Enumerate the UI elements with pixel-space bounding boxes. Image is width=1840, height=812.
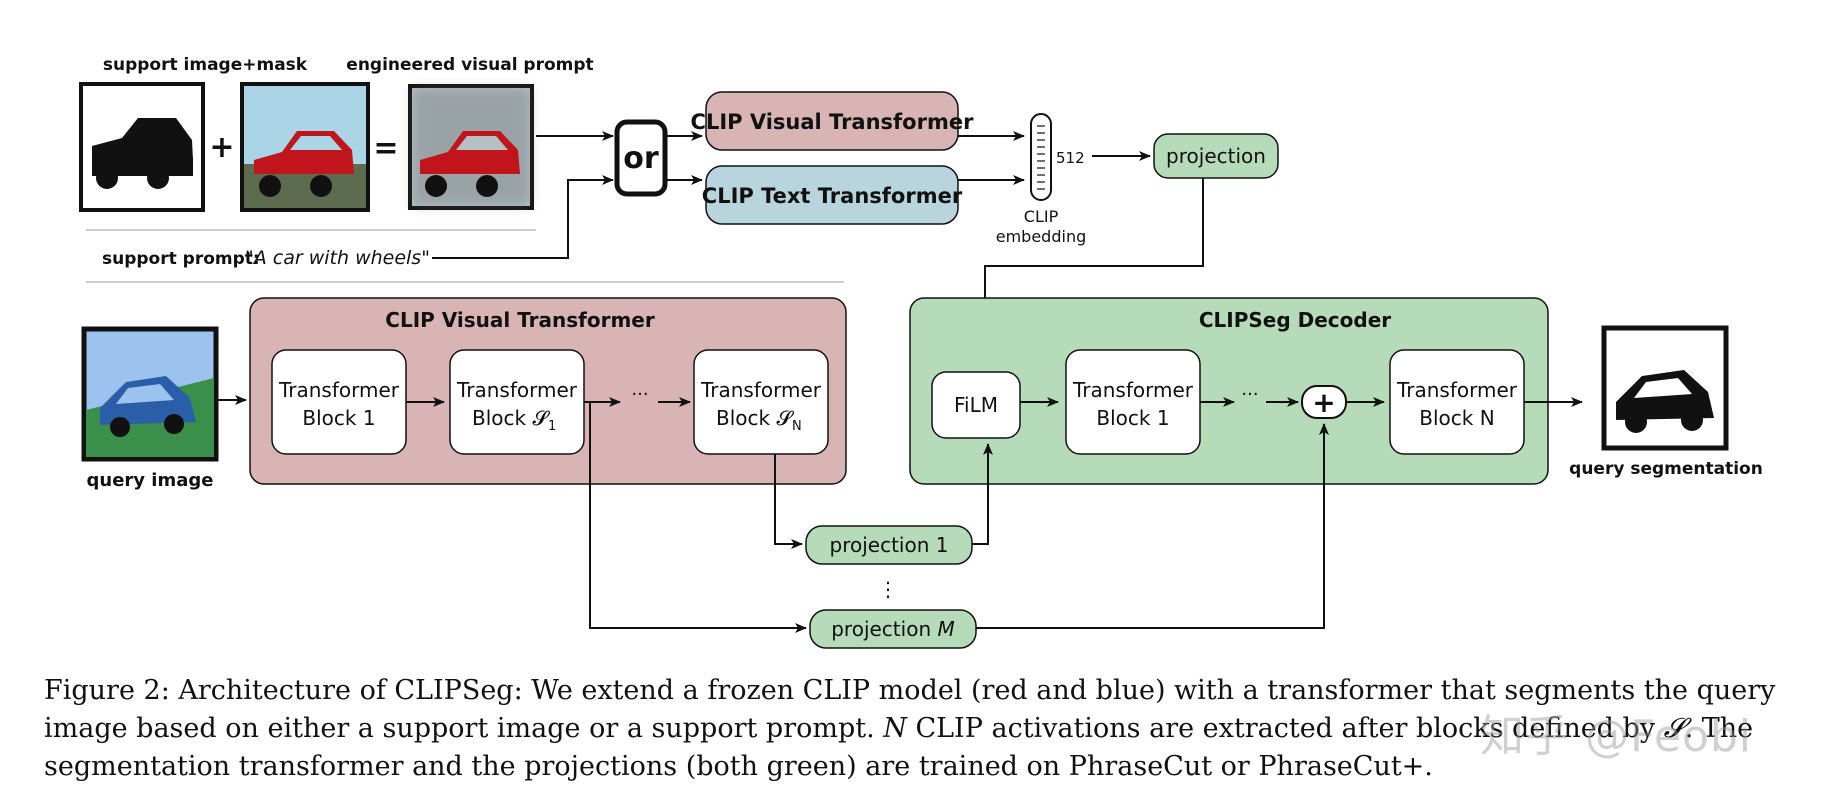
segmentation-car-icon	[1616, 370, 1714, 433]
svg-text:CLIPSeg Decoder: CLIPSeg Decoder	[1199, 308, 1391, 332]
add-node: +	[1301, 385, 1347, 419]
clip-embedding-label-line1: CLIP	[1024, 207, 1059, 226]
projection-1-box: projection 1	[805, 525, 973, 565]
plus-sign: +	[209, 130, 234, 165]
film-box: FiLM	[931, 371, 1021, 439]
projection-m-box: projection M	[809, 609, 977, 649]
car-silhouette-icon	[92, 118, 193, 189]
svg-text:projection 1: projection 1	[830, 533, 949, 557]
projection-vertical-dots: ⋮	[878, 577, 898, 601]
support-prompt-label: support prompt:	[102, 249, 260, 269]
or-selector: or	[614, 119, 668, 197]
svg-text:CLIP Visual Transformer: CLIP Visual Transformer	[691, 110, 975, 134]
encoder-block-1: Transformer Block 1	[271, 349, 407, 455]
svg-text:Transformer: Transformer	[456, 378, 578, 402]
caption-tail: . The segmentation transformer and the p…	[44, 713, 1754, 782]
decoder-ellipsis: ···	[1241, 384, 1258, 405]
svg-text:Transformer: Transformer	[1396, 378, 1518, 402]
encoder-ellipsis: ···	[631, 384, 648, 405]
support-image	[240, 82, 370, 212]
svg-text:N: N	[792, 419, 802, 434]
svg-text:Transformer: Transformer	[700, 378, 822, 402]
svg-text:Transformer: Transformer	[278, 378, 400, 402]
svg-text:FiLM: FiLM	[954, 393, 998, 417]
projection-box: projection	[1153, 133, 1279, 179]
support-prompt-text: "A car with wheels"	[245, 247, 430, 269]
svg-text:1: 1	[548, 419, 556, 434]
watermark: 知乎 @Feobi	[1480, 711, 1753, 762]
svg-text:+: +	[1312, 386, 1335, 419]
svg-text:or: or	[623, 141, 659, 176]
caption-middle: CLIP activations are extracted after blo…	[906, 713, 1664, 744]
svg-text:Block 1: Block 1	[1096, 406, 1169, 430]
query-car-icon	[100, 376, 196, 437]
caption-var-n: N	[883, 713, 907, 744]
query-segmentation-image	[1601, 325, 1729, 451]
svg-text:Block 𝓢: Block 𝓢	[472, 406, 550, 430]
svg-text:Block 𝓢: Block 𝓢	[716, 406, 794, 430]
clip-text-transformer-box: CLIP Text Transformer	[702, 165, 963, 225]
encoder-block-s1: Transformer Block 𝓢 1	[449, 349, 585, 455]
svg-text:Block N: Block N	[1419, 406, 1494, 430]
caption-lead: Figure 2: Architecture of CLIPSeg: We ex…	[44, 675, 1776, 744]
encoder-block-sn: Transformer Block 𝓢 N	[693, 349, 829, 455]
clip-visual-transformer-box: CLIP Visual Transformer	[691, 91, 975, 151]
support-image-mask-label: support image+mask	[103, 55, 308, 75]
svg-text:CLIP Text Transformer: CLIP Text Transformer	[702, 184, 963, 208]
embedding-dim-label: 512	[1056, 149, 1085, 167]
figure-caption: Figure 2: Architecture of CLIPSeg: We ex…	[44, 672, 1804, 786]
svg-text:CLIP Visual Transformer: CLIP Visual Transformer	[385, 308, 655, 332]
support-mask-image	[79, 82, 205, 212]
clip-embedding-vector	[1030, 113, 1052, 201]
query-segmentation-label: query segmentation	[1569, 459, 1763, 479]
decoder-block-1: Transformer Block 1	[1065, 349, 1201, 455]
svg-text:Block 1: Block 1	[302, 406, 375, 430]
engineered-prompt-label: engineered visual prompt	[346, 55, 593, 75]
clip-embedding-label-line2: embedding	[996, 227, 1086, 246]
svg-text:projection: projection	[1166, 144, 1266, 168]
decoder-block-n: Transformer Block N	[1389, 349, 1525, 455]
masked-car-icon	[254, 131, 354, 197]
svg-text:Transformer: Transformer	[1072, 378, 1194, 402]
engineered-prompt-image	[408, 84, 534, 210]
svg-text:projection M: projection M	[831, 617, 955, 641]
caption-var-s: 𝓢	[1663, 713, 1685, 744]
query-image	[81, 326, 219, 462]
masked-car-icon	[420, 131, 520, 197]
query-image-label: query image	[87, 470, 214, 491]
equals-sign: =	[373, 131, 398, 166]
